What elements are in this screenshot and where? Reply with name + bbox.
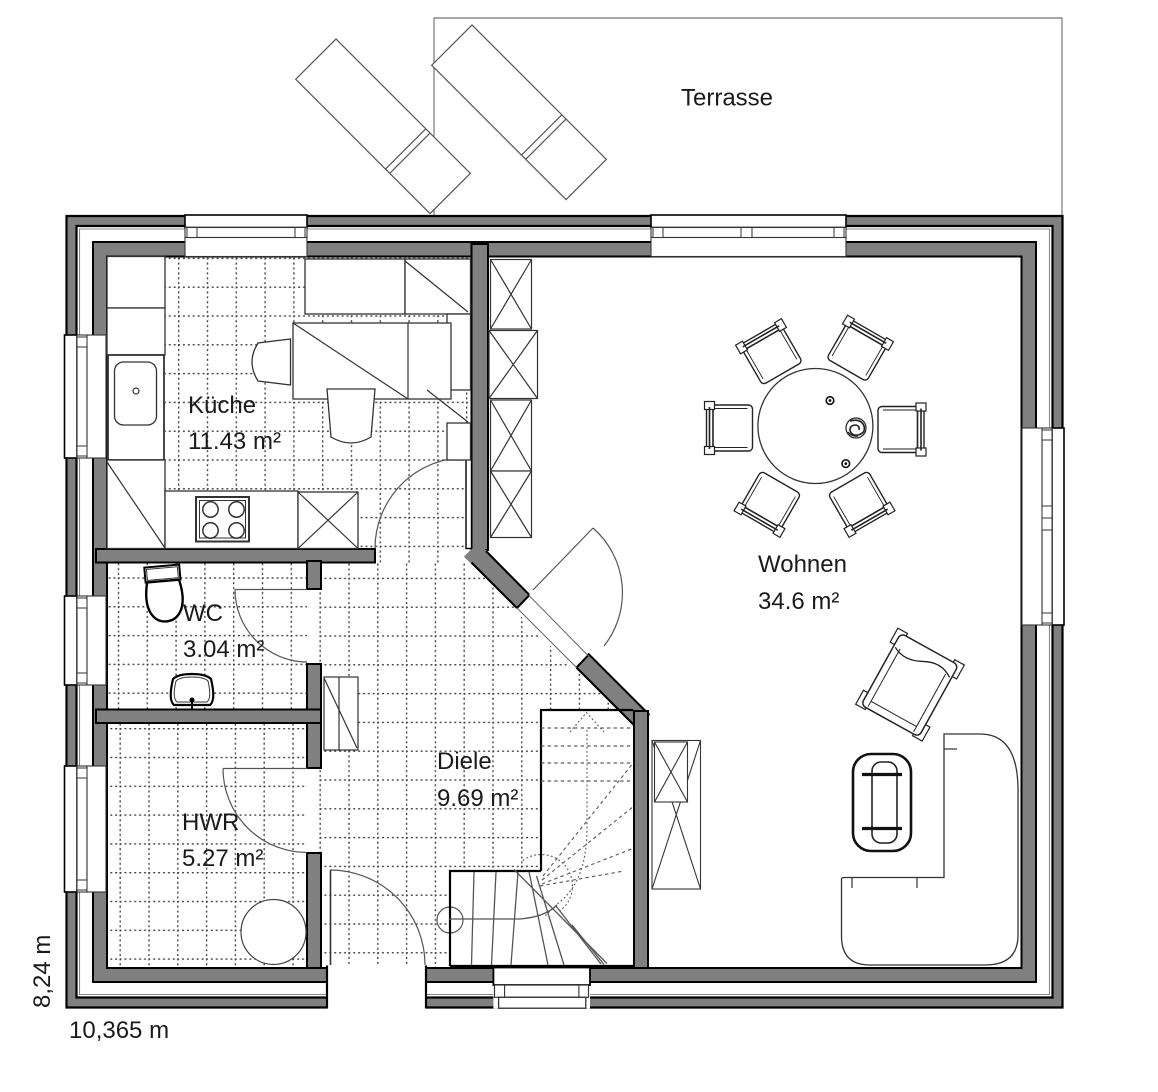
svg-text:5.27 m²: 5.27 m²	[182, 845, 263, 872]
svg-text:HWR: HWR	[182, 809, 239, 836]
svg-text:WC: WC	[183, 600, 223, 627]
svg-text:9.69 m²: 9.69 m²	[437, 785, 518, 812]
svg-text:Terrasse: Terrasse	[681, 85, 773, 112]
svg-text:11.43 m²: 11.43 m²	[188, 428, 281, 455]
svg-text:Wohnen: Wohnen	[758, 551, 847, 578]
svg-text:Diele: Diele	[437, 748, 492, 775]
svg-text:3.04 m²: 3.04 m²	[183, 636, 264, 663]
svg-text:34.6 m²: 34.6 m²	[758, 588, 839, 615]
svg-text:Küche: Küche	[188, 392, 256, 419]
svg-text:8,24 m: 8,24 m	[29, 935, 56, 1008]
svg-text:10,365 m: 10,365 m	[69, 1017, 169, 1044]
